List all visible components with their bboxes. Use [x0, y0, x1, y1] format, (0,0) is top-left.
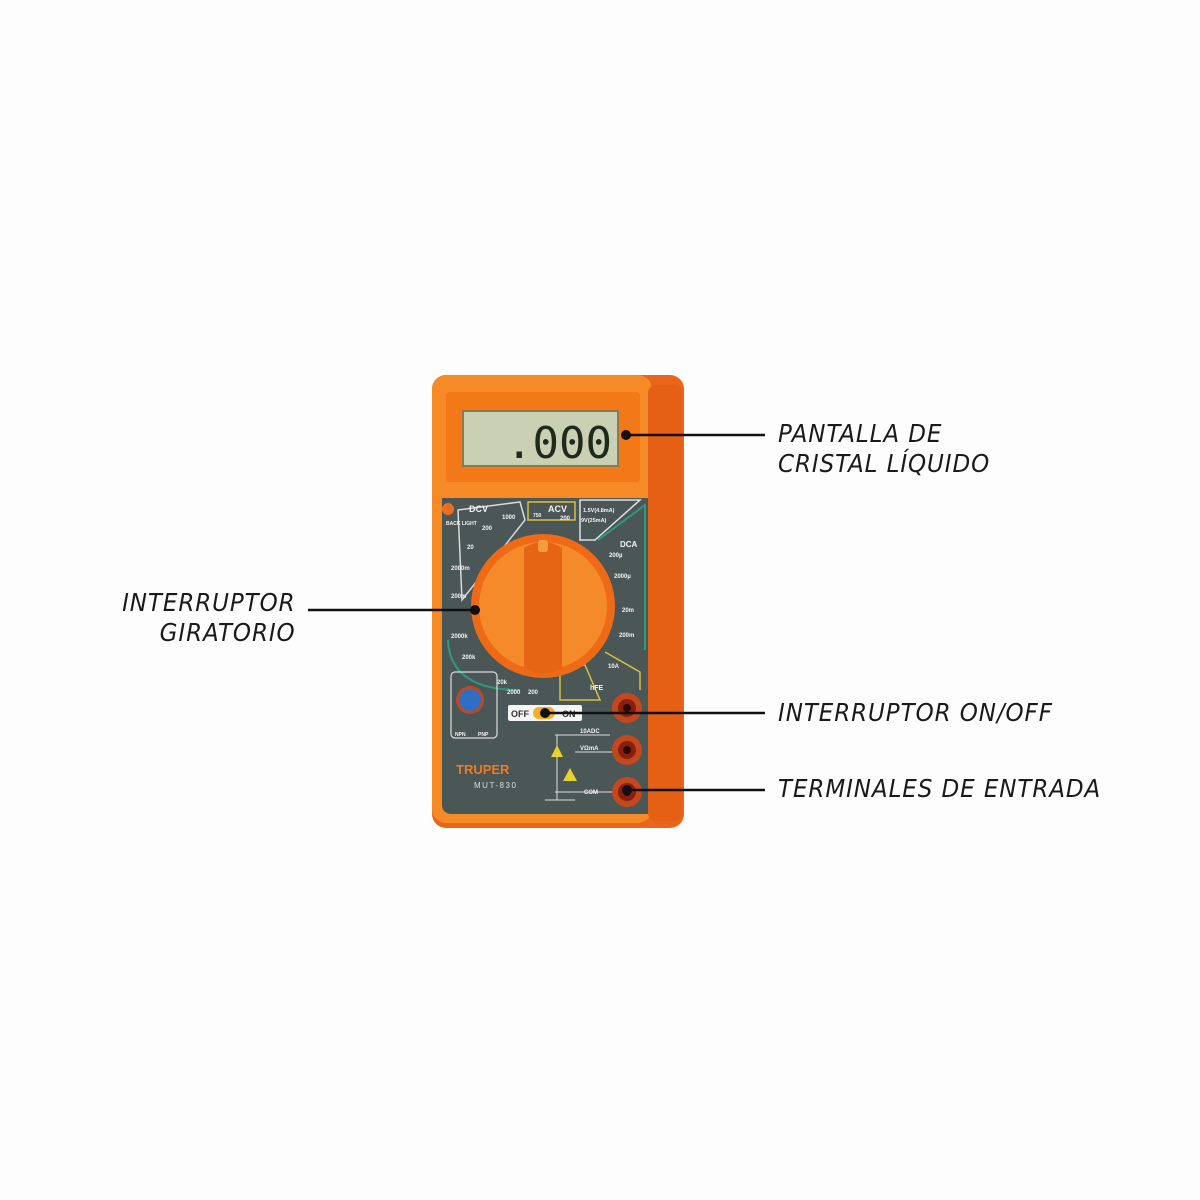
backlight-button[interactable] [442, 503, 454, 515]
range-label: 2000 [507, 690, 521, 696]
callout-terminals: TERMINALES DE ENTRADA [778, 774, 1102, 803]
off-label: OFF [511, 709, 529, 719]
range-label: 200k [462, 655, 476, 661]
pnp-label: PNP [478, 732, 489, 738]
range-label: 1.5V(4.8mA) [583, 508, 615, 514]
range-label: 200 [528, 690, 539, 696]
dcv-label: DCV [469, 504, 488, 514]
range-label: 2000µ [614, 574, 631, 580]
range-label: 200m [619, 633, 634, 639]
range-label: 2000m [451, 566, 470, 572]
range-label: 10A [608, 664, 620, 670]
callout-display: PANTALLA DE CRISTAL LÍQUIDO [778, 419, 990, 479]
rotary-dial[interactable] [471, 534, 615, 678]
callout-line: INTERRUPTOR [122, 588, 296, 617]
callout-line: PANTALLA DE [778, 419, 943, 448]
terminal-label-com: COM [584, 790, 598, 796]
callout-lines [308, 430, 765, 795]
model-label: MUT-830 [474, 781, 517, 790]
backlight-label: BACK LIGHT [446, 521, 477, 527]
brand-logo: TRUPER [456, 762, 510, 777]
range-label: 200µ [609, 553, 623, 559]
lcd-reading: .000 [506, 418, 612, 469]
acv-label: ACV [548, 504, 567, 514]
range-label: 200m [451, 594, 466, 600]
range-label: 200 [482, 526, 493, 532]
range-label: 750 [533, 513, 542, 519]
jack-10a[interactable] [612, 693, 642, 723]
hfe-label: hFE [590, 685, 604, 692]
callout-line: GIRATORIO [160, 618, 296, 647]
callout-line: CRISTAL LÍQUIDO [778, 449, 991, 478]
npn-label: NPN [455, 732, 466, 738]
range-label: 20k [497, 680, 508, 686]
jack-vohm[interactable] [612, 735, 642, 765]
range-label: 200 [560, 516, 571, 522]
terminal-label-vohm: VΩmA [580, 746, 599, 752]
callout-rotary-switch: INTERRUPTOR GIRATORIO [123, 588, 296, 648]
range-label: 9V(25mA) [581, 518, 607, 524]
range-label: 2000k [451, 634, 468, 640]
range-label: 20 [467, 545, 474, 551]
terminal-label-10a: 10ADC [580, 729, 600, 735]
callout-power-switch: INTERRUPTOR ON/OFF [778, 698, 1053, 727]
range-label: 20m [622, 608, 634, 614]
range-label: 1000 [502, 515, 516, 521]
lcd-display: .000 [446, 392, 640, 482]
dca-label: DCA [620, 540, 638, 549]
